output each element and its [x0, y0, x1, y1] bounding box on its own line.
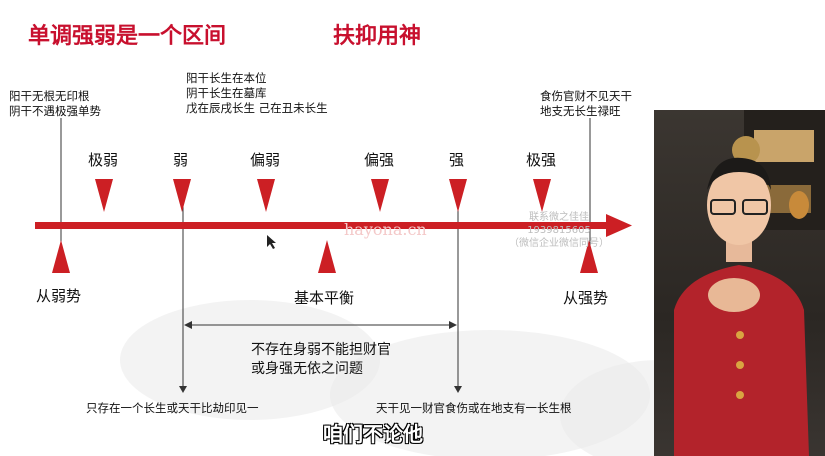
note-line: 地支无长生禄旺: [540, 104, 621, 118]
label-follow-strong: 从强势: [563, 289, 609, 307]
scale-label: 偏强: [364, 151, 395, 169]
main-axis-arrowhead: [606, 214, 632, 237]
books: [754, 130, 814, 162]
note-line: 阴干长生在墓库: [186, 86, 267, 100]
note-line: 阳干无根无印根: [9, 89, 90, 103]
main-axis: [35, 222, 610, 229]
presenter-video: [654, 110, 825, 456]
site-watermark: hayona.cn: [344, 220, 427, 239]
marker-slightly-strong: [371, 179, 389, 212]
marker-extreme-weak: [95, 179, 113, 212]
marker-weak: [173, 179, 191, 212]
glasses: [742, 199, 768, 215]
cursor-icon: [267, 235, 276, 249]
range-text-line: 不存在身弱不能担财官: [251, 342, 391, 358]
range-arrow-right: [449, 321, 457, 329]
jacket-button: [736, 391, 744, 399]
marker-slightly-weak: [257, 179, 275, 212]
title-left: 单调强弱是一个区间: [28, 24, 227, 49]
marker-follow-strong: [580, 240, 598, 273]
watermark-line: 1939815605: [527, 225, 591, 236]
jacket-button: [736, 331, 744, 339]
watermark-line: 联系微之佳佳: [529, 212, 589, 223]
note-line: 阳干长生在本位: [186, 71, 267, 85]
label-balance: 基本平衡: [294, 289, 355, 307]
presenter-figure: [674, 110, 825, 456]
hair: [707, 157, 771, 190]
decor-gourd: [789, 191, 809, 219]
scale-label: 弱: [173, 151, 189, 169]
marker-extreme-strong: [533, 179, 551, 212]
note-line: 食伤官财不见天干: [540, 89, 632, 103]
arrowhead-down: [179, 386, 187, 393]
note-top-right: 食伤官财不见天干 地支无长生禄旺: [540, 89, 632, 119]
decor-plate: [732, 136, 760, 164]
range-text-line: 或身强无依之问题: [251, 361, 363, 377]
scale-label: 极强: [526, 151, 557, 169]
watermark-line: （微信企业微信同号）: [509, 238, 609, 249]
scale-label: 强: [449, 151, 465, 169]
marker-follow-weak: [52, 240, 70, 273]
bottom-note-left: 只存在一个长生或天干比劫印见一: [86, 401, 259, 415]
glasses: [710, 199, 736, 215]
red-jacket: [674, 265, 809, 456]
marker-strong: [449, 179, 467, 212]
scale-label: 极弱: [88, 151, 119, 169]
bottom-note-right: 天干见一财官食伤或在地支有一长生根: [376, 401, 572, 415]
note-top-left: 阳干无根无印根 阴干不遇极强单势: [9, 89, 101, 119]
range-arrow-left: [184, 321, 192, 329]
hand: [708, 278, 760, 312]
label-follow-weak: 从弱势: [36, 287, 82, 305]
marker-balance: [318, 240, 336, 273]
note-line: 戊在辰戌长生 己在丑未长生: [186, 101, 328, 115]
note-line: 阴干不遇极强单势: [9, 104, 101, 118]
title-right: 扶抑用神: [333, 24, 422, 49]
contact-watermark: 联系微之佳佳 1939815605 （微信企业微信同号）: [509, 211, 609, 250]
jacket-button: [736, 361, 744, 369]
note-top-middle: 阳干长生在本位 阴干长生在墓库 戊在辰戌长生 己在丑未长生: [186, 71, 328, 116]
scale-label: 偏弱: [250, 151, 281, 169]
range-description: 不存在身弱不能担财官 或身强无依之问题: [251, 341, 391, 379]
face: [707, 165, 771, 245]
arrowhead-down: [454, 386, 462, 393]
video-subtitle: 咱们不论他: [323, 422, 423, 446]
